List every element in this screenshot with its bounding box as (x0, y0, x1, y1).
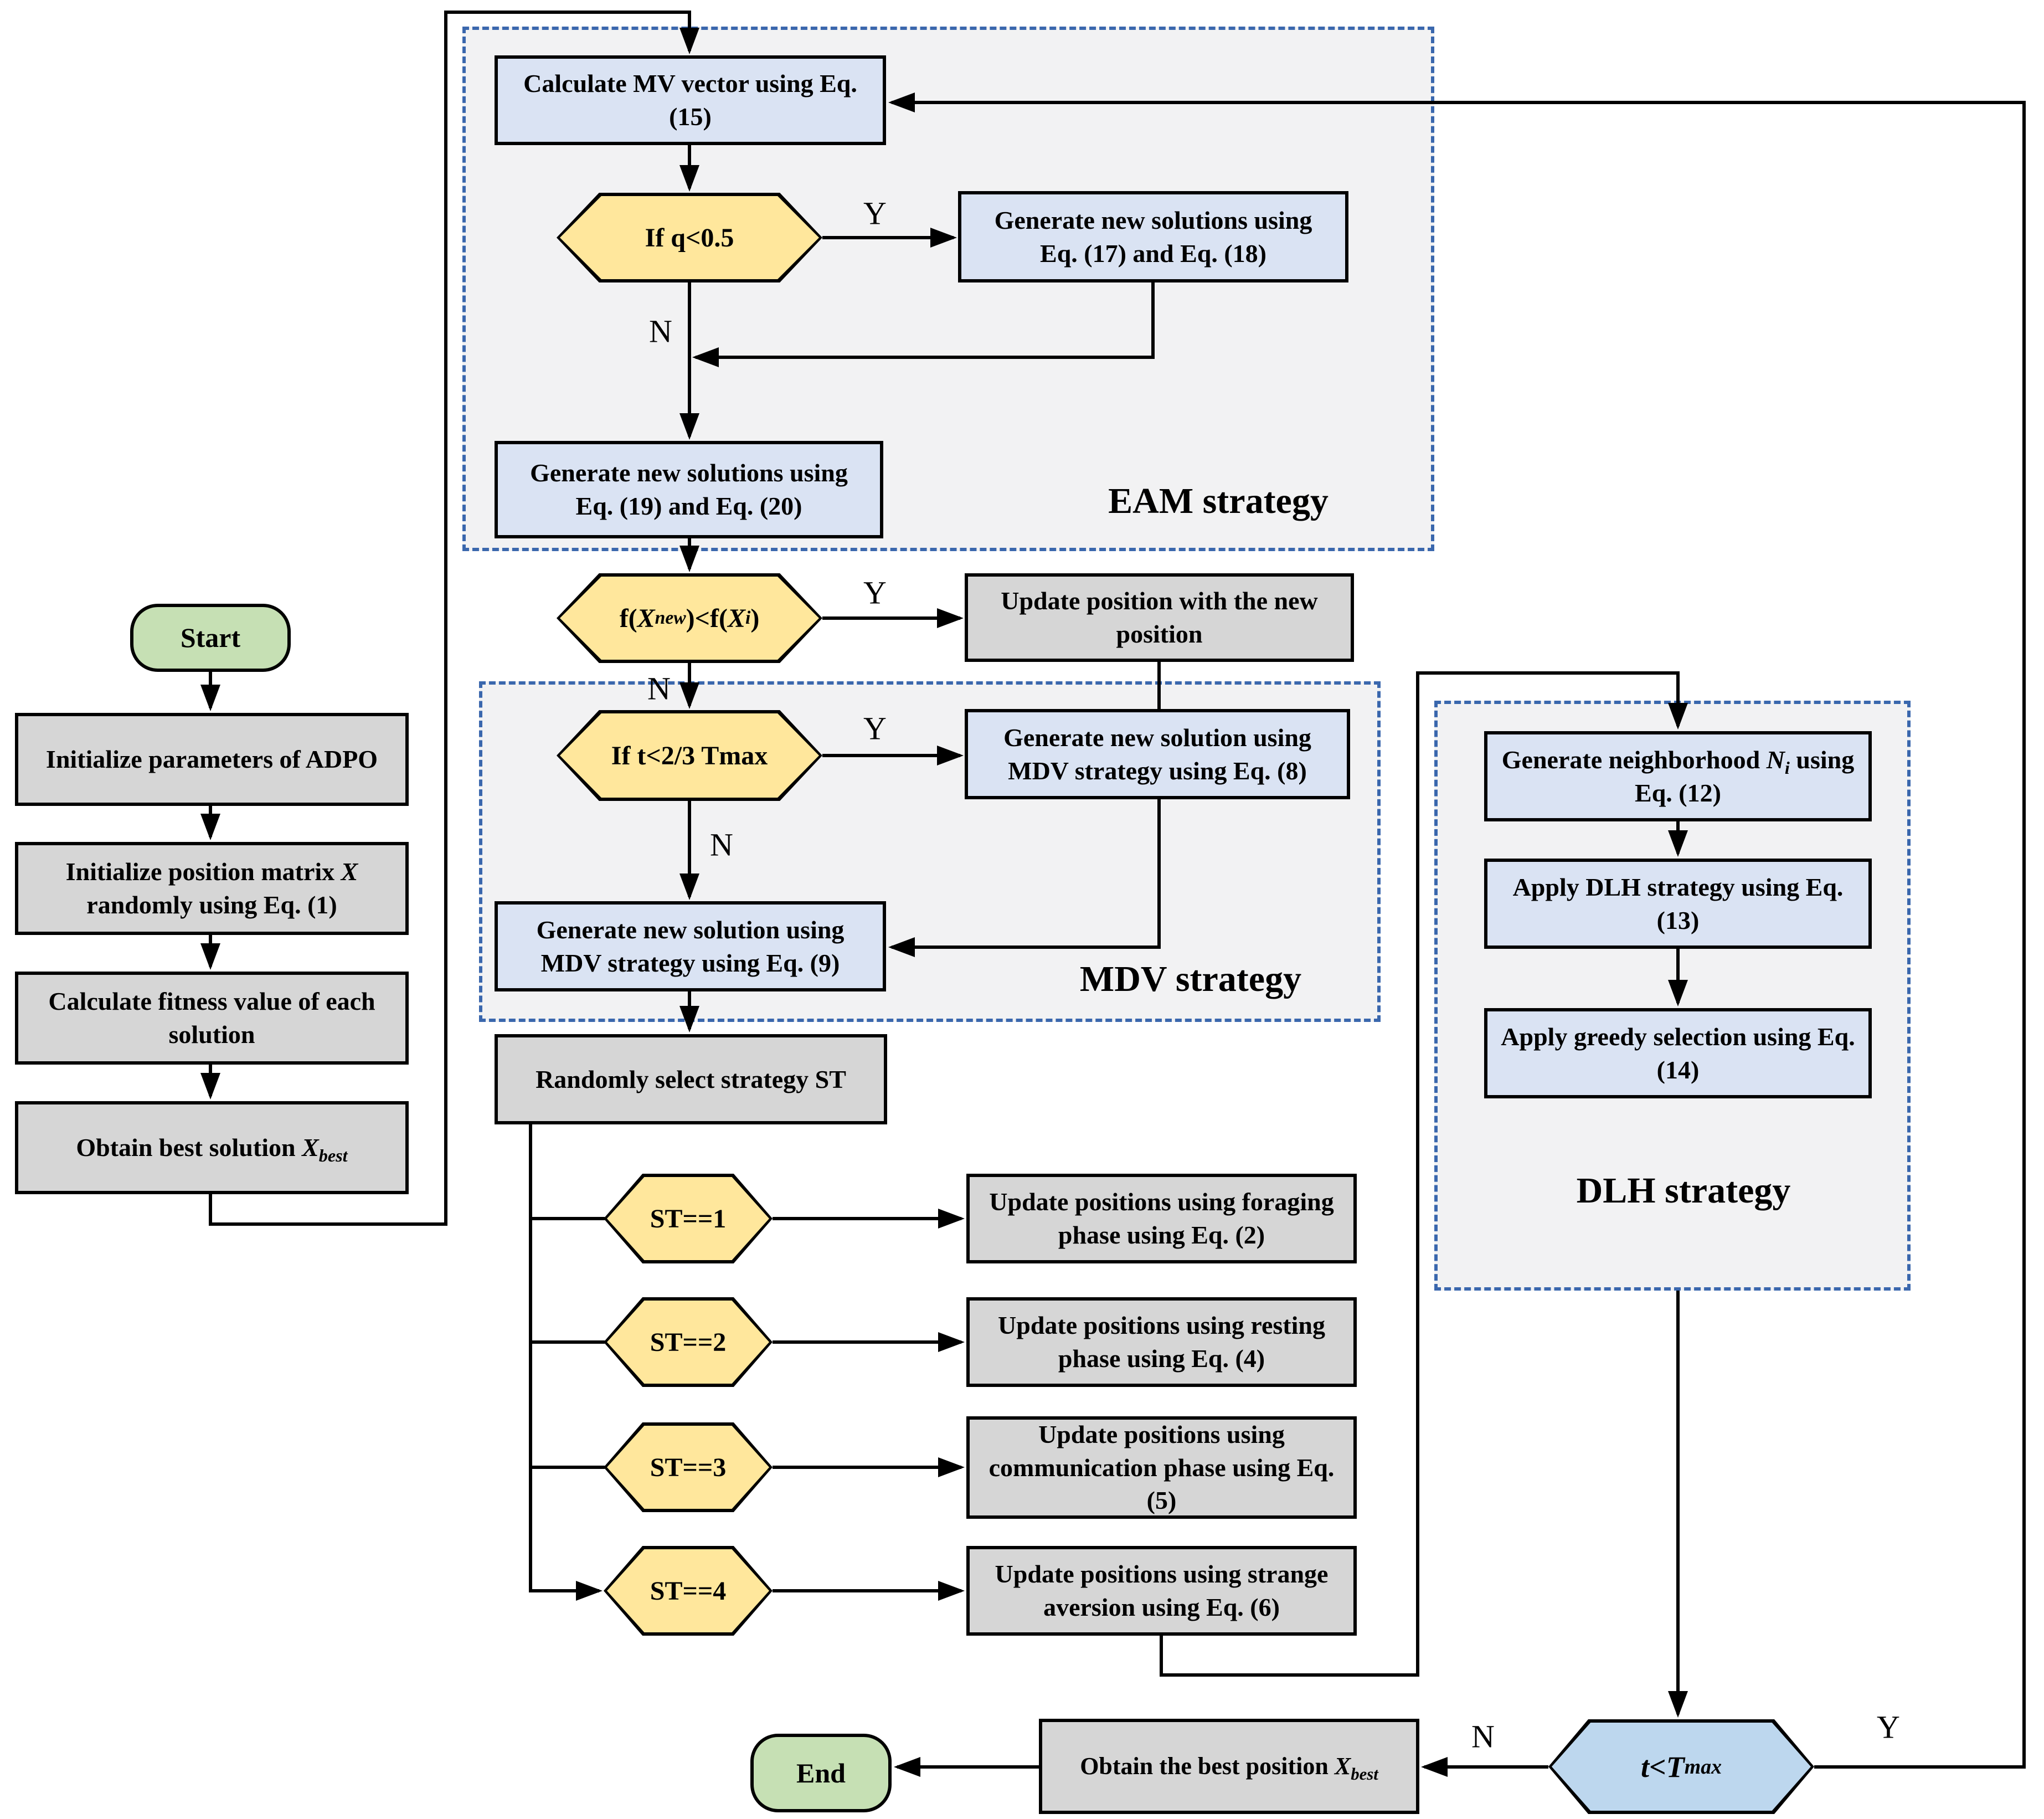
generate-eq17-18-box: Generate new solutions using Eq. (17) an… (958, 191, 1348, 282)
no-label-tmax: N (710, 826, 733, 863)
no-label-loop: N (1471, 1718, 1495, 1755)
no-label-fitness: N (647, 670, 671, 707)
st1-hexagon: ST==1 (604, 1174, 773, 1263)
decision-q-hexagon: If q<0.5 (557, 193, 822, 282)
strange-aversion-box: Update positions using strange aversion … (966, 1546, 1357, 1636)
hexagon-fill (607, 1426, 769, 1509)
update-position-box: Update position with the new position (965, 573, 1354, 662)
hexagon-fill (607, 1301, 769, 1384)
calc-fitness-box: Calculate fitness value of each solution (15, 972, 409, 1065)
resting-phase-label: Update positions using resting phase usi… (998, 1311, 1325, 1373)
init-parameters-label: Initialize parameters of ADPO (45, 745, 378, 774)
st3-hexagon: ST==3 (604, 1422, 773, 1512)
random-strategy-box: Randomly select strategy ST (495, 1034, 887, 1124)
decision-tmax-label: If t<2/3 Tmax (611, 741, 768, 770)
no-label-q: N (649, 313, 672, 350)
generate-eq17-18-label: Generate new solutions using Eq. (17) an… (994, 205, 1312, 268)
dlh-neighborhood-label: Generate neighborhood Ni using Eq. (12) (1501, 745, 1855, 807)
obtain-best-position-label: Obtain the best position Xbest (1080, 1753, 1378, 1784)
yes-label-q: Y (863, 195, 887, 232)
end-label: End (796, 1757, 846, 1789)
st3-label: ST==3 (650, 1452, 727, 1482)
dlh-apply-box: Apply DLH strategy using Eq. (13) (1484, 859, 1872, 949)
start-terminal: Start (130, 604, 291, 672)
generate-eq19-20-box: Generate new solutions using Eq. (19) an… (495, 441, 883, 538)
st1-label: ST==1 (650, 1204, 727, 1234)
dlh-apply-label: Apply DLH strategy using Eq. (13) (1512, 872, 1844, 934)
mdv-eq9-box: Generate new solution using MDV strategy… (495, 901, 886, 991)
update-position-label: Update position with the new position (1001, 587, 1318, 648)
init-position-matrix-label: Initialize position matrix X randomly us… (65, 857, 358, 919)
init-position-matrix-box: Initialize position matrix X randomly us… (15, 842, 409, 935)
yes-label-loop: Y (1877, 1709, 1900, 1745)
calculate-mv-label: Calculate MV vector using Eq. (15) (523, 69, 857, 131)
dlh-greedy-label: Apply greedy selection using Eq. (14) (1501, 1022, 1855, 1084)
foraging-phase-box: Update positions using foraging phase us… (966, 1174, 1357, 1263)
st2-label: ST==2 (650, 1327, 727, 1357)
dlh-greedy-box: Apply greedy selection using Eq. (14) (1484, 1008, 1872, 1098)
dlh-neighborhood-box: Generate neighborhood Ni using Eq. (12) (1484, 731, 1872, 821)
st4-label: ST==4 (650, 1576, 727, 1606)
yes-label-fitness: Y (863, 574, 887, 611)
communication-phase-box: Update positions using communication pha… (966, 1416, 1357, 1519)
mdv-eq8-label: Generate new solution using MDV strategy… (1003, 723, 1311, 785)
decision-q-label: If q<0.5 (645, 223, 734, 253)
strange-aversion-label: Update positions using strange aversion … (995, 1560, 1329, 1621)
foraging-phase-label: Update positions using foraging phase us… (989, 1188, 1334, 1249)
calc-fitness-label: Calculate fitness value of each solution (48, 987, 375, 1049)
dlh-strategy-title: DLH strategy (1576, 1170, 1791, 1211)
hexagon-fill (607, 1549, 769, 1632)
communication-phase-label: Update positions using communication pha… (988, 1420, 1335, 1515)
decision-tmax-hexagon: If t<2/3 Tmax (557, 710, 822, 801)
st2-hexagon: ST==2 (604, 1297, 773, 1387)
random-strategy-label: Randomly select strategy ST (536, 1065, 846, 1093)
obtain-best-solution-label: Obtain best solution Xbest (76, 1133, 348, 1166)
eam-strategy-title: EAM strategy (1108, 481, 1329, 521)
obtain-best-position-box: Obtain the best position Xbest (1039, 1719, 1419, 1814)
start-label: Start (180, 622, 241, 653)
resting-phase-box: Update positions using resting phase usi… (966, 1297, 1357, 1387)
mdv-eq9-label: Generate new solution using MDV strategy… (536, 915, 845, 977)
init-parameters-box: Initialize parameters of ADPO (15, 713, 409, 806)
mdv-strategy-title: MDV strategy (1079, 959, 1302, 999)
end-terminal: End (750, 1734, 892, 1812)
yes-label-tmax: Y (863, 710, 887, 747)
mdv-eq8-box: Generate new solution using MDV strategy… (965, 709, 1350, 799)
st4-hexagon: ST==4 (604, 1546, 773, 1636)
obtain-best-solution-box: Obtain best solution Xbest (15, 1101, 409, 1194)
calculate-mv-box: Calculate MV vector using Eq. (15) (495, 55, 886, 145)
generate-eq19-20-label: Generate new solutions using Eq. (19) an… (530, 459, 848, 520)
